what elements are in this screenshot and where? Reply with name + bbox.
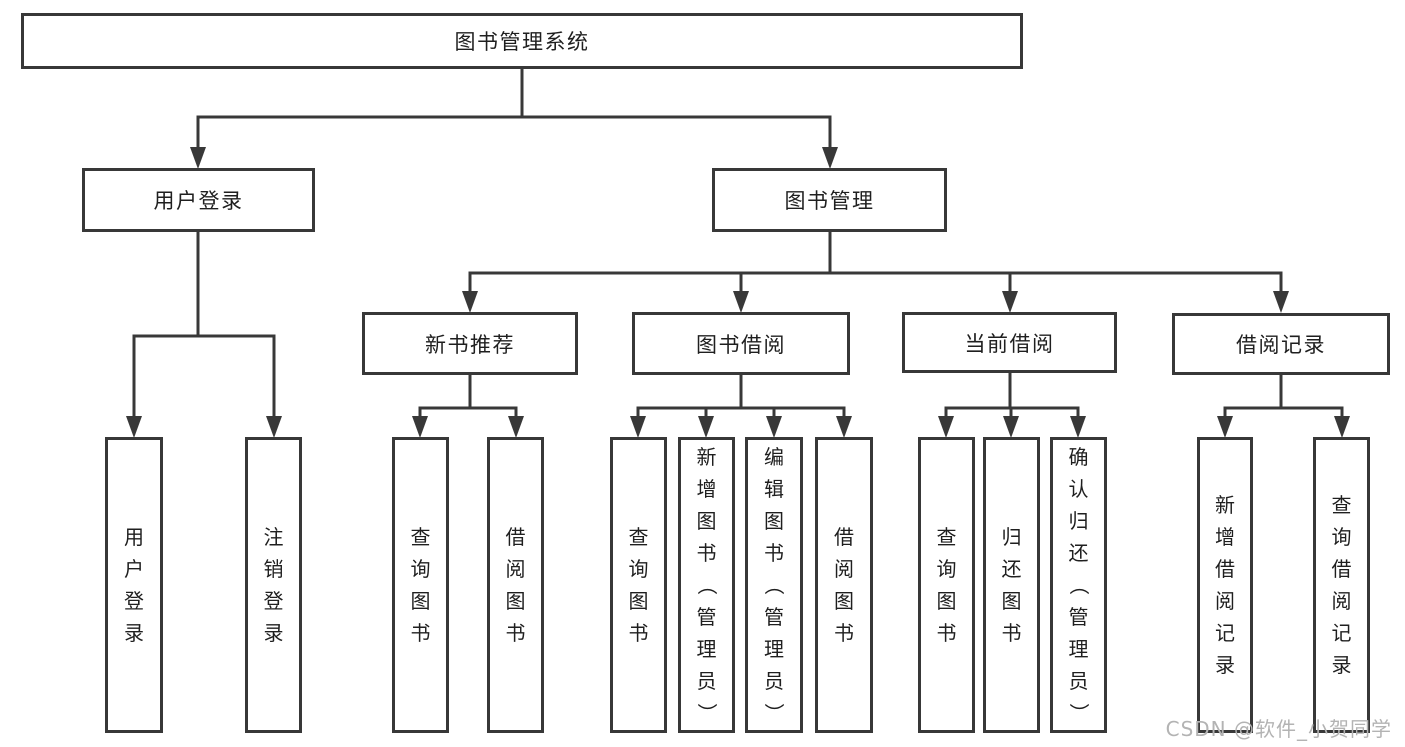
node-leaf-query-books-rec: 查询图书 — [392, 437, 449, 733]
node-leaf-logout-label: 注销登录 — [263, 525, 284, 645]
connector-user-login-children — [126, 232, 282, 438]
node-leaf-add-books: 新增图书（管理员） — [678, 437, 735, 733]
watermark: CSDN @软件_小贺同学 — [1165, 717, 1392, 741]
node-leaf-add-record: 新增借阅记录 — [1197, 437, 1253, 733]
node-new-book-rec: 新书推荐 — [362, 312, 578, 375]
node-current-borrow-label: 当前借阅 — [964, 331, 1055, 356]
node-leaf-edit-books-label: 编辑图书（管理员） — [762, 445, 786, 723]
node-book-mgmt: 图书管理 — [712, 168, 947, 232]
node-leaf-borrow-books-label: 借阅图书 — [834, 525, 854, 645]
node-book-borrow-label: 图书借阅 — [696, 332, 786, 357]
node-user-login: 用户登录 — [82, 168, 315, 232]
node-leaf-user-login-label: 用户登录 — [124, 525, 144, 645]
node-root-label: 图书管理系统 — [454, 30, 590, 54]
node-leaf-query-record-label: 查询借阅记录 — [1331, 493, 1352, 677]
node-leaf-borrow-books: 借阅图书 — [815, 437, 873, 733]
node-leaf-query-books-borrow: 查询图书 — [610, 437, 667, 733]
node-leaf-return-books-label: 归还图书 — [1001, 525, 1022, 645]
connector-new-book-rec-children — [412, 375, 524, 438]
node-leaf-borrow-books-rec-label: 借阅图书 — [505, 525, 526, 645]
node-leaf-logout: 注销登录 — [245, 437, 302, 733]
node-leaf-query-books-current: 查询图书 — [918, 437, 975, 733]
node-borrow-records: 借阅记录 — [1172, 313, 1390, 375]
node-current-borrow: 当前借阅 — [902, 312, 1117, 373]
node-leaf-confirm-return-label: 确认归还（管理员） — [1066, 445, 1091, 723]
node-leaf-edit-books: 编辑图书（管理员） — [745, 437, 803, 733]
connector-current-borrow-children — [938, 373, 1086, 438]
node-leaf-query-books-rec-label: 查询图书 — [410, 525, 431, 645]
node-leaf-query-books-current-label: 查询图书 — [936, 525, 957, 645]
node-leaf-add-record-label: 新增借阅记录 — [1215, 493, 1235, 677]
connector-root-to-level2 — [190, 69, 838, 169]
node-leaf-return-books: 归还图书 — [983, 437, 1040, 733]
node-leaf-add-books-label: 新增图书（管理员） — [694, 445, 719, 723]
connector-book-borrow-children — [630, 375, 852, 438]
node-leaf-query-books-borrow-label: 查询图书 — [628, 525, 649, 645]
connector-borrow-records-children — [1217, 375, 1350, 438]
connector-book-mgmt-children — [462, 232, 1289, 313]
node-user-login-label: 用户登录 — [153, 189, 244, 213]
node-leaf-query-record: 查询借阅记录 — [1313, 437, 1370, 733]
node-leaf-confirm-return: 确认归还（管理员） — [1050, 437, 1107, 733]
node-new-book-rec-label: 新书推荐 — [425, 332, 515, 357]
node-book-mgmt-label: 图书管理 — [784, 189, 875, 213]
node-borrow-records-label: 借阅记录 — [1236, 333, 1326, 357]
node-leaf-borrow-books-rec: 借阅图书 — [487, 437, 544, 733]
node-root: 图书管理系统 — [21, 13, 1023, 69]
node-book-borrow: 图书借阅 — [632, 312, 850, 375]
node-leaf-user-login: 用户登录 — [105, 437, 163, 733]
